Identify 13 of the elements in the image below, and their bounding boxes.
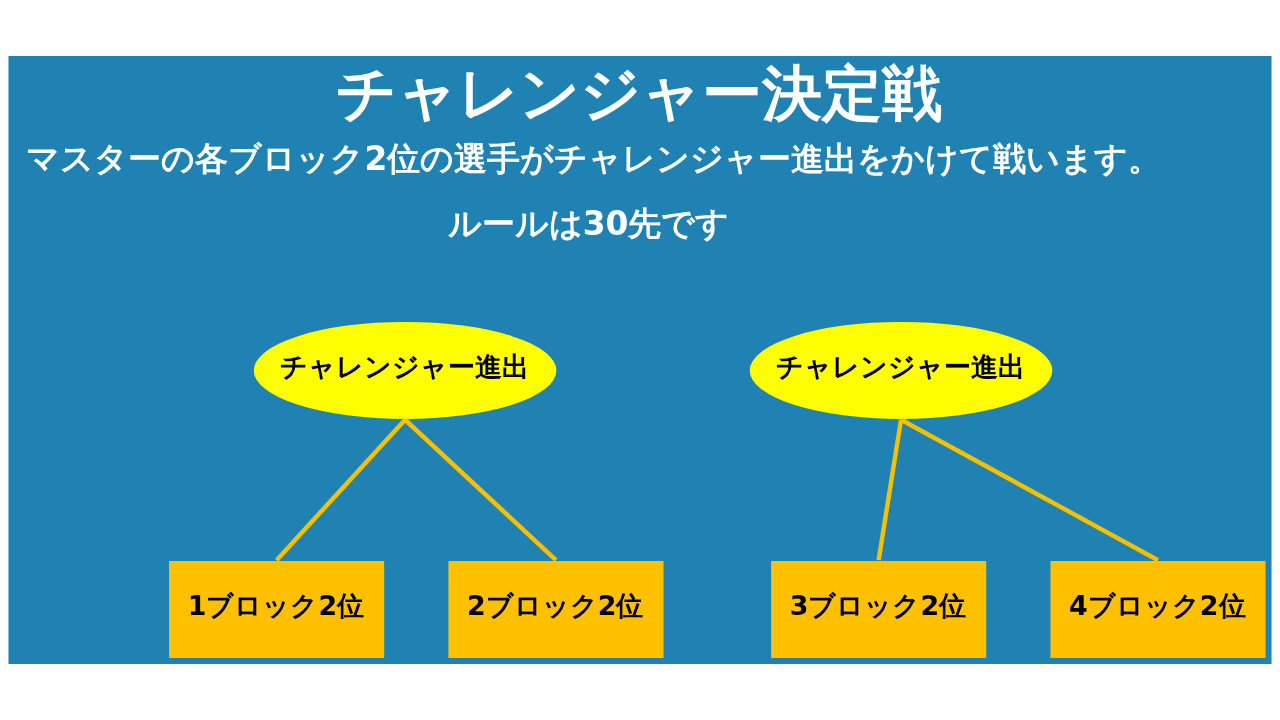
connector	[899, 417, 1160, 563]
node-box: 4ブロック2位	[1050, 560, 1266, 658]
connector	[403, 418, 558, 562]
node-box: 3ブロック2位	[771, 560, 987, 658]
node-ellipse: チャレンジャー進出	[253, 321, 557, 419]
connector	[876, 419, 904, 561]
connector	[274, 418, 407, 562]
label: マスターの各ブロック2位の選手がチャレンジャー進出をかけて戦います。	[26, 139, 1162, 179]
node-box: 2ブロック2位	[448, 560, 664, 658]
label: ルールは30先です	[447, 203, 730, 243]
node-ellipse: チャレンジャー進出	[749, 321, 1053, 419]
node-box: 1ブロック2位	[169, 560, 385, 658]
diagram-title: チャレンジャー決定戦	[336, 59, 942, 129]
